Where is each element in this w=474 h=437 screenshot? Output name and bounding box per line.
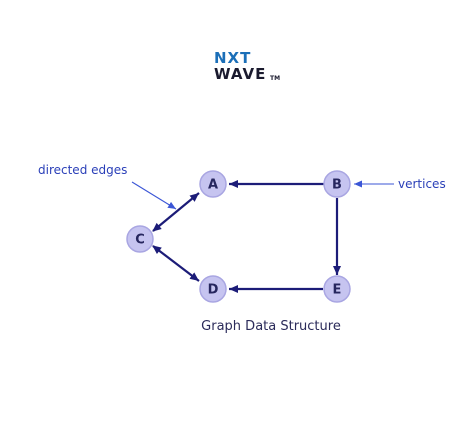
directed-edges-pointer	[131, 181, 177, 210]
node-c-circle	[126, 225, 154, 253]
vertices-annotation: vertices	[398, 177, 446, 191]
logo-trademark: TM	[270, 75, 281, 82]
logo-text-top: NXT	[214, 49, 252, 67]
node-b-label: B	[332, 178, 342, 193]
nxtwave-logo: NXT WAVE TM	[214, 50, 294, 90]
node-a-circle	[199, 170, 227, 198]
node-d-circle	[199, 275, 227, 303]
node-e: E	[323, 275, 351, 303]
node-d-label: D	[208, 283, 219, 298]
edge-c-a-bidirectional	[152, 192, 200, 232]
node-b: B	[323, 170, 351, 198]
node-b-circle	[323, 170, 351, 198]
node-c-label: C	[135, 233, 145, 248]
logo-text-bottom: WAVE	[214, 65, 267, 83]
node-c: C	[126, 225, 154, 253]
node-a: A	[199, 170, 227, 198]
edges-group	[152, 180, 341, 293]
node-e-circle	[323, 275, 351, 303]
node-a-label: A	[208, 178, 218, 193]
directed-edges-annotation: directed edges	[38, 163, 127, 177]
diagram-caption: Graph Data Structure	[201, 319, 341, 334]
edge-c-d-bidirectional	[152, 245, 200, 282]
node-e-label: E	[333, 283, 342, 298]
node-d: D	[199, 275, 227, 303]
